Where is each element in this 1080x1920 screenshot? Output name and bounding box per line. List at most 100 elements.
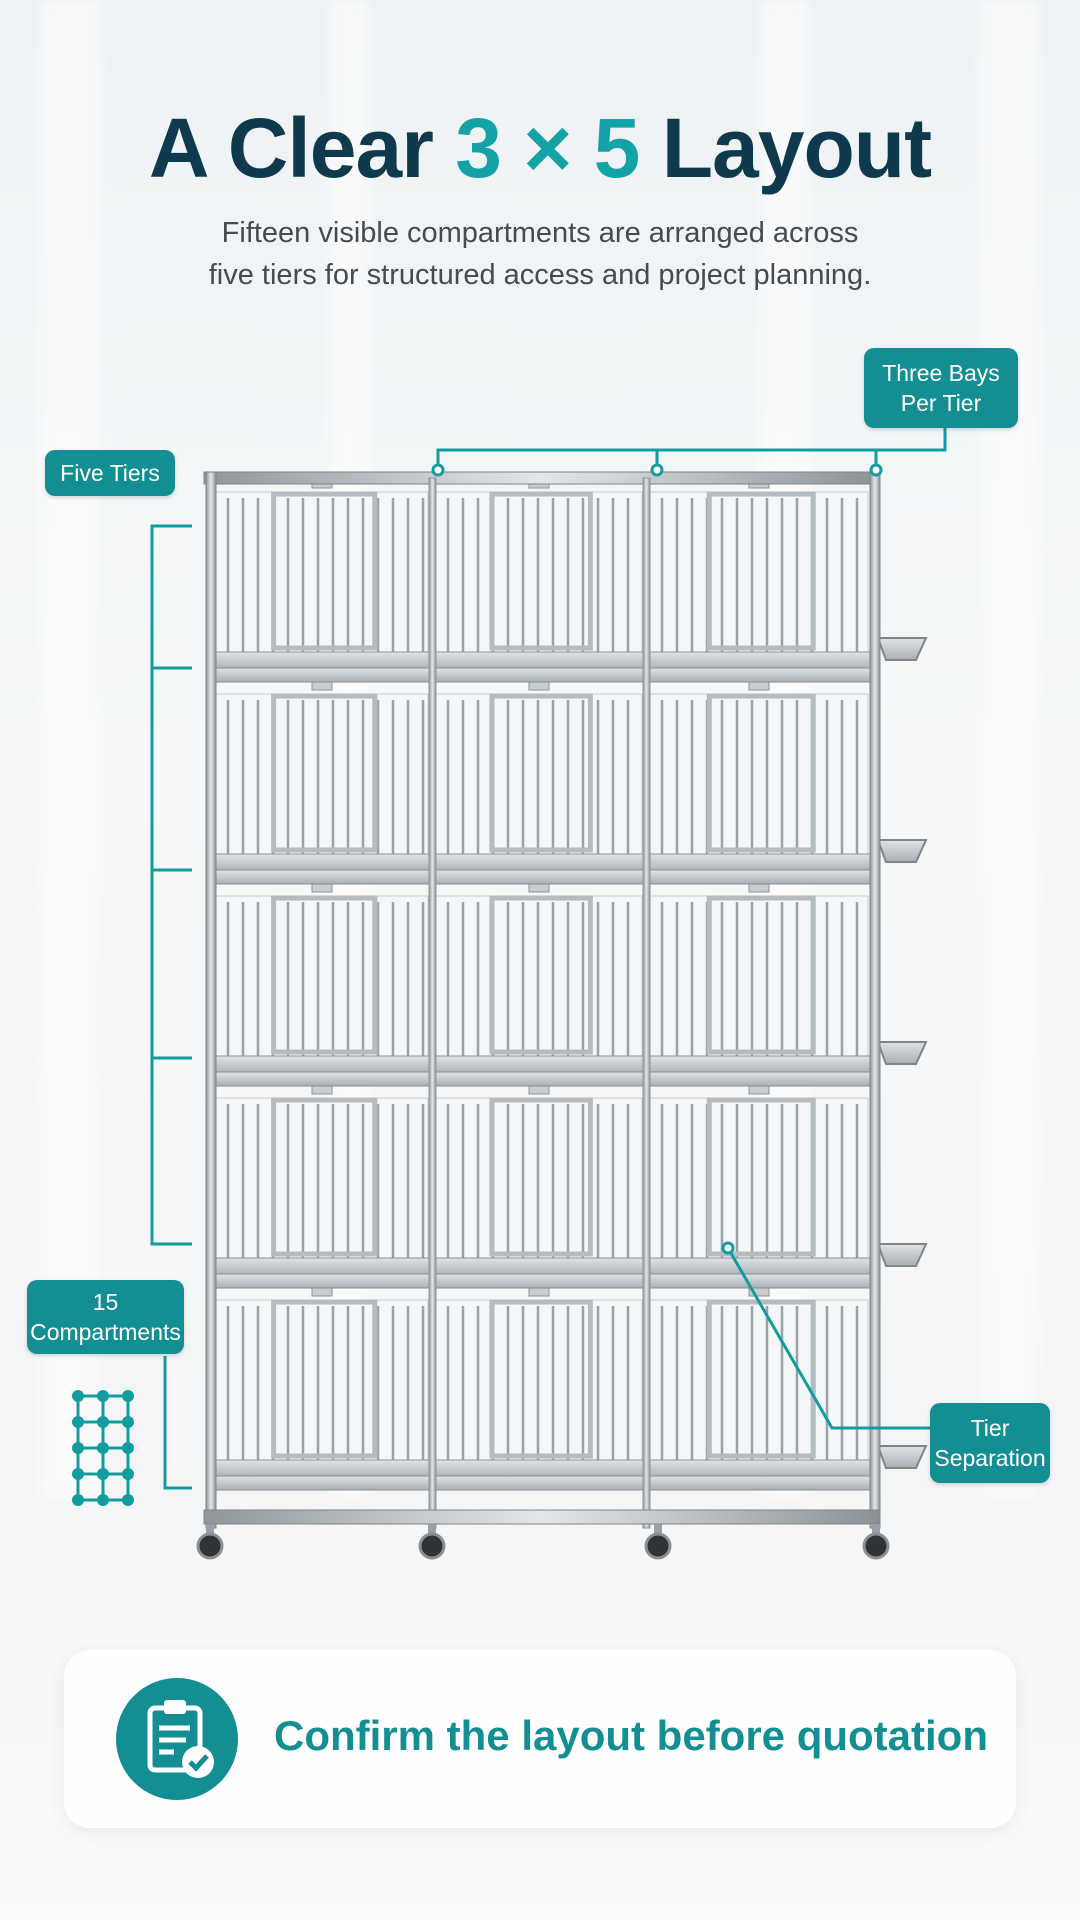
door-latch bbox=[528, 681, 550, 691]
grid-icon-node bbox=[72, 1416, 84, 1428]
floor-tray bbox=[647, 1257, 871, 1277]
compartment-back bbox=[215, 895, 429, 1061]
cage-door bbox=[271, 895, 378, 1055]
compartment-back bbox=[215, 1097, 429, 1263]
door-latch bbox=[311, 681, 333, 691]
compartment-back bbox=[649, 693, 869, 859]
cage-door bbox=[271, 1097, 378, 1257]
grid-icon-node bbox=[72, 1442, 84, 1454]
floor-tray bbox=[647, 1055, 871, 1075]
compartment bbox=[213, 479, 431, 671]
compartment bbox=[647, 883, 871, 1075]
door-latch bbox=[748, 681, 770, 691]
compartment bbox=[433, 883, 645, 1075]
separation-callout-line bbox=[726, 1247, 930, 1430]
grid-icon-node bbox=[122, 1468, 134, 1480]
compartment-grid-icon bbox=[72, 1390, 134, 1506]
title-part: A Clear bbox=[148, 101, 456, 195]
cage-door bbox=[489, 491, 593, 651]
badge-text: Three Bays bbox=[882, 360, 1000, 386]
cage-door bbox=[706, 491, 816, 651]
clipboard-check-icon bbox=[116, 1678, 238, 1800]
compartment bbox=[213, 883, 431, 1075]
corner-post bbox=[205, 471, 217, 1529]
door-latch bbox=[311, 883, 333, 893]
compartment bbox=[213, 1287, 431, 1479]
cta-card[interactable]: Confirm the layout before quotation bbox=[64, 1650, 1016, 1828]
cage-door bbox=[271, 1299, 378, 1459]
side-tray bbox=[876, 1445, 928, 1469]
badge-compartments: 15 Compartments bbox=[27, 1280, 184, 1354]
cage-door bbox=[706, 1097, 816, 1257]
callout-dot bbox=[650, 463, 664, 477]
badge-text: Five Tiers bbox=[60, 460, 160, 486]
badge-tier-separation: Tier Separation bbox=[930, 1403, 1050, 1483]
door-latch bbox=[748, 883, 770, 893]
compartment-back bbox=[649, 491, 869, 657]
door-latch bbox=[528, 1287, 550, 1297]
grid-icon-node bbox=[72, 1390, 84, 1402]
background-window bbox=[40, 0, 100, 1500]
caster-wheel bbox=[862, 1532, 890, 1560]
floor-tray bbox=[213, 1055, 431, 1075]
cage-door bbox=[489, 693, 593, 853]
grid-icon-node bbox=[122, 1390, 134, 1402]
floor-tray bbox=[647, 853, 871, 873]
cage-door bbox=[489, 1299, 593, 1459]
badge-text: Compartments bbox=[30, 1319, 181, 1345]
subtitle-line: five tiers for structured access and pro… bbox=[208, 259, 872, 291]
side-tray bbox=[876, 1041, 928, 1065]
cage-door bbox=[271, 693, 378, 853]
compartment bbox=[433, 1085, 645, 1277]
door-latch bbox=[748, 1085, 770, 1095]
floor-tray bbox=[433, 1459, 645, 1479]
tier-shelf bbox=[211, 1475, 873, 1491]
page-title: A Clear 3 × 5 Layout bbox=[0, 100, 1080, 197]
callout-dot bbox=[869, 463, 883, 477]
rack-frame bbox=[196, 471, 928, 1560]
compartment-back bbox=[649, 895, 869, 1061]
compartment-back bbox=[649, 1299, 869, 1465]
floor-tray bbox=[433, 1055, 645, 1075]
grid-icon-node bbox=[97, 1416, 109, 1428]
top-rail bbox=[203, 471, 881, 485]
rack-compartments bbox=[213, 479, 871, 1479]
tier-shelf bbox=[211, 1273, 873, 1289]
badge-five-tiers: Five Tiers bbox=[45, 450, 175, 496]
base-rail bbox=[203, 1509, 881, 1525]
corner-post bbox=[869, 471, 881, 1529]
compartment bbox=[433, 1287, 645, 1479]
grid-icon-node bbox=[97, 1494, 109, 1506]
floor-tray bbox=[213, 651, 431, 671]
grid-icon-node bbox=[97, 1468, 109, 1480]
background-window bbox=[980, 0, 1040, 1500]
cage-door bbox=[271, 491, 378, 651]
caster-stem bbox=[872, 1524, 880, 1536]
floor-tray bbox=[213, 853, 431, 873]
cage-door bbox=[489, 895, 593, 1055]
compartment-back bbox=[215, 693, 429, 859]
side-tray bbox=[876, 1243, 928, 1267]
bay-divider bbox=[428, 477, 437, 1529]
grid-icon-node bbox=[122, 1442, 134, 1454]
grid-icon-node bbox=[72, 1468, 84, 1480]
title-highlight: 3 × 5 bbox=[455, 101, 640, 195]
subtitle: Fifteen visible compartments are arrange… bbox=[140, 212, 940, 296]
floor-tray bbox=[213, 1257, 431, 1277]
floor-tray bbox=[433, 651, 645, 671]
tier-shelf bbox=[211, 1071, 873, 1087]
cage-door bbox=[706, 693, 816, 853]
floor-tray bbox=[647, 651, 871, 671]
badge-text: 15 bbox=[92, 1289, 119, 1315]
tiers-callout-bracket bbox=[150, 524, 192, 1246]
side-tray bbox=[876, 839, 928, 863]
compartment bbox=[647, 479, 871, 671]
callout-dot bbox=[431, 463, 445, 477]
side-tray bbox=[876, 637, 928, 661]
floor-tray bbox=[213, 1459, 431, 1479]
cage-door bbox=[706, 895, 816, 1055]
compartment bbox=[433, 681, 645, 873]
caster-stem bbox=[654, 1524, 662, 1536]
floor-tray bbox=[647, 1459, 871, 1479]
compartment bbox=[647, 681, 871, 873]
